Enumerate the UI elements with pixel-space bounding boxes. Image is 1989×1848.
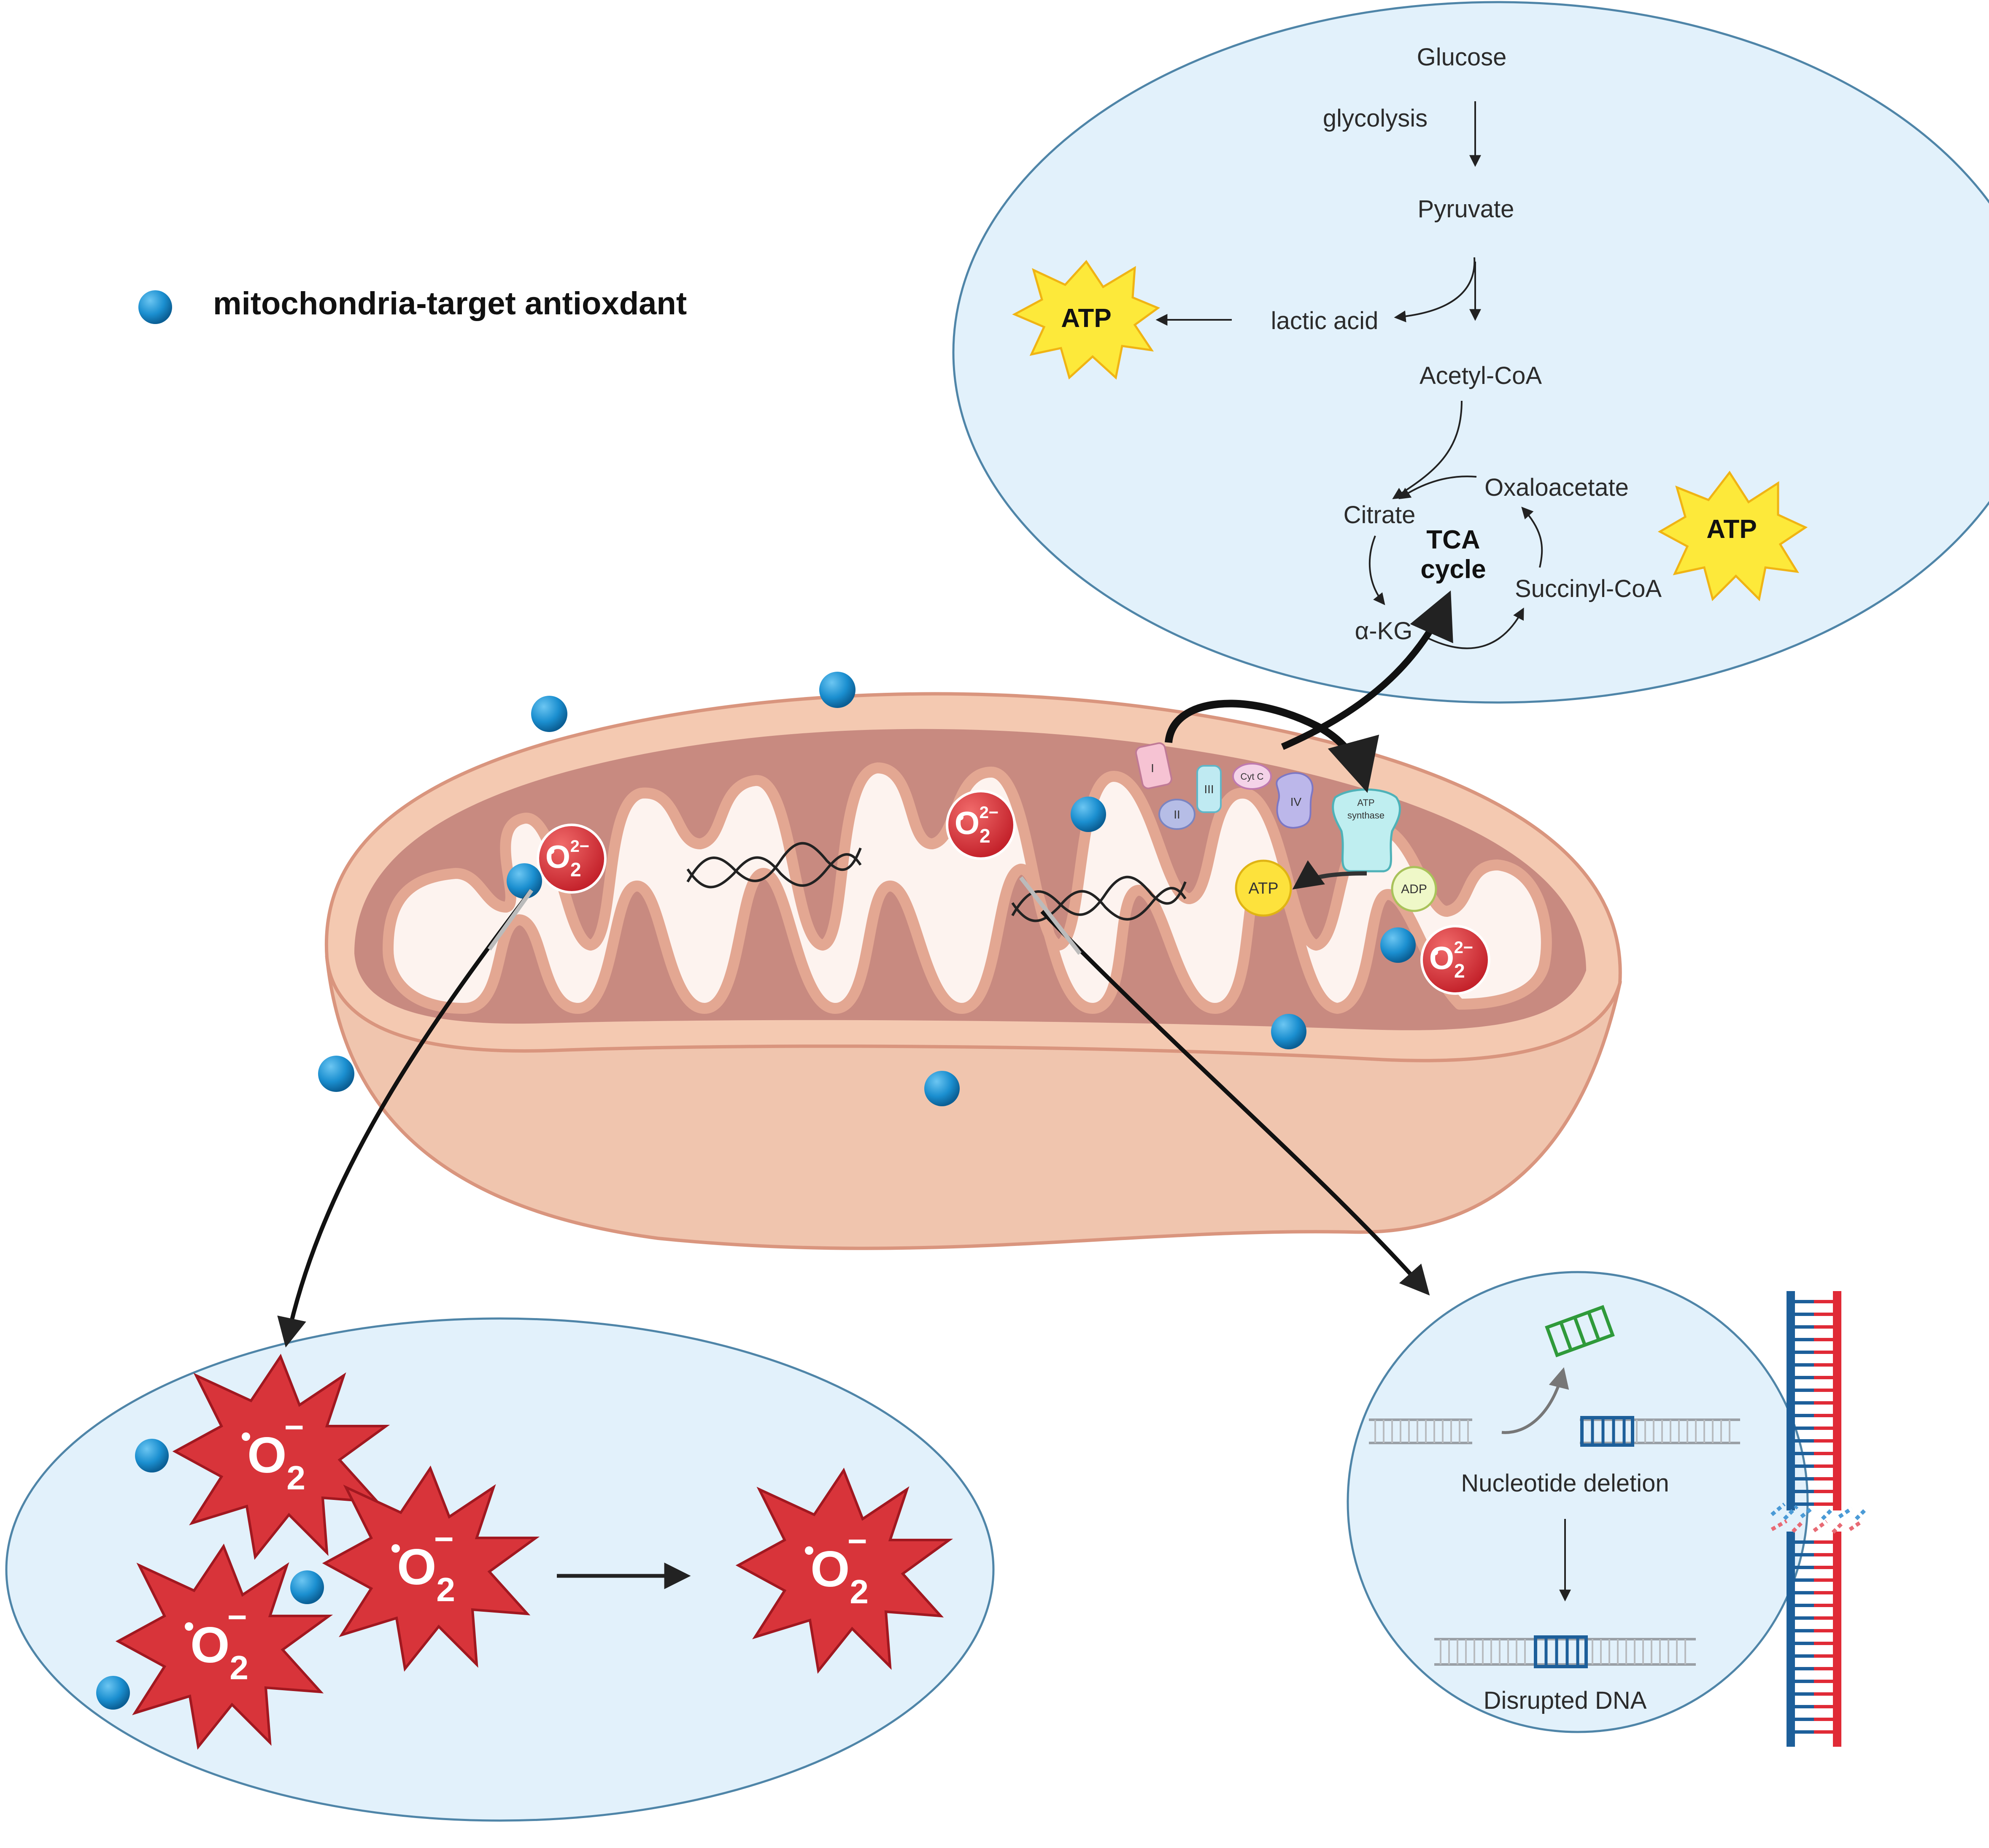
radical-burst-4: O2−: [735, 1467, 953, 1674]
atp-burst-right: ATP: [1657, 470, 1808, 602]
mtdna-icon: [686, 842, 1187, 922]
radical-4-dot: [805, 1546, 813, 1555]
tca-line1: TCA: [1426, 525, 1480, 554]
radical-burst-1: O2−: [172, 1354, 390, 1560]
antioxidant-dot-icon: [819, 672, 856, 708]
mtdna-to-damage-arrow: [1040, 910, 1430, 1296]
excision-arrow: [1501, 1367, 1569, 1434]
deleted-fragment-icon: [1545, 1305, 1615, 1357]
etc-flow-arrow: [1165, 700, 1379, 793]
antioxidant-dot-icon: [138, 290, 172, 324]
complex-3-icon: [1196, 765, 1222, 813]
ros-pointer-line: [487, 889, 534, 951]
akg-label: α-KG: [1355, 617, 1413, 645]
akg-to-succinyl-arrow: [1425, 608, 1524, 649]
disrupted-dna-icon: [1434, 1635, 1696, 1668]
radical-2-label: O2−: [397, 1520, 455, 1608]
ros-panel: O2− O2− O2− O2−: [5, 1317, 995, 1822]
svg-text:O22−: O22−: [955, 803, 999, 847]
pyruvate-to-lactic-arrow: [1394, 257, 1476, 322]
acetyl-coa-label: Acetyl-CoA: [1420, 362, 1542, 389]
oxaloacetate-label: Oxaloacetate: [1484, 474, 1629, 501]
complex-3-label: III: [1204, 783, 1214, 796]
radical-4-label: O2−: [810, 1522, 869, 1610]
dna-segment-right: [1580, 1416, 1740, 1447]
dna-pointer-line: [1019, 876, 1082, 955]
antioxidant-dot-icon: [135, 1439, 169, 1472]
radical-1-dot: [242, 1432, 250, 1441]
antioxidant-dot-icon: [1271, 1014, 1306, 1049]
mito-to-tca-arrow: [1281, 590, 1453, 750]
radical-burst-2: O2−: [322, 1465, 540, 1672]
antioxidant-dot-icon: [318, 1056, 354, 1092]
svg-text:O22−: O22−: [1429, 938, 1473, 982]
radical-3-label: O2−: [190, 1598, 248, 1686]
oxaloacetate-to-citrate-arrow: [1398, 476, 1477, 500]
pyruvate-label: Pyruvate: [1418, 195, 1514, 223]
etc-complexes: I II III Cyt C IV ATP synthase ATP ADP: [1135, 700, 1437, 917]
dna-panel: Nucleotide deletion Disrupted DNA: [1347, 1271, 1866, 1747]
tca-line2: cycle: [1420, 555, 1486, 584]
cyt-c-label: Cyt C: [1241, 771, 1264, 782]
succinyl-to-oxaloacetate-arrow: [1521, 506, 1543, 568]
antioxidant-dot-icon: [531, 696, 567, 732]
atp-right-label: ATP: [1706, 515, 1757, 544]
radical-2-dot: [391, 1544, 400, 1553]
radical-3-dot: [185, 1622, 193, 1631]
atp-molecule-icon: [1235, 859, 1292, 917]
adp-molecule-icon: [1391, 866, 1437, 912]
succinyl-coa-label: Succinyl-CoA: [1515, 575, 1662, 602]
citrate-to-akg-arrow: [1368, 535, 1385, 605]
double-strand-dna-icon: [1770, 1291, 1866, 1747]
complex-4-label: IV: [1290, 795, 1302, 808]
nucleotide-deletion-label: Nucleotide deletion: [1461, 1470, 1669, 1497]
legend: mitochondria-target antioxdant: [138, 286, 687, 324]
atp-synthase-line2: synthase: [1347, 810, 1384, 821]
superoxide-1: O22−: [537, 824, 607, 894]
adp-molecule-label: ADP: [1401, 882, 1427, 896]
antioxidant-dot-icon: [507, 863, 542, 899]
antioxidant-dot-icon: [290, 1570, 324, 1604]
atp-synthase-icon: [1332, 788, 1401, 873]
antioxidant-dot-icon: [96, 1676, 130, 1710]
atp-burst-left: ATP: [1012, 259, 1160, 380]
antioxidant-dot-icon: [1071, 797, 1106, 832]
atp-synthase-line1: ATP: [1357, 797, 1374, 808]
metabolism-panel: Glucose glycolysis Pyruvate lactic acid …: [952, 1, 1989, 704]
inner-membrane-matrix: [383, 762, 1552, 1014]
svg-text:O22−: O22−: [545, 837, 589, 881]
antioxidant-dot-icon: [924, 1071, 960, 1106]
radical-burst-3: O2−: [115, 1543, 333, 1750]
superoxide-3: O22−: [1420, 925, 1490, 995]
superoxide-to-ros-arrow: [277, 889, 533, 1348]
complex-2-icon: [1158, 799, 1196, 830]
adp-to-atp-arrow: [1292, 860, 1367, 890]
superoxide-2: O22−: [946, 790, 1016, 860]
complex-2-label: II: [1174, 808, 1180, 821]
complex-1-icon: [1135, 742, 1173, 789]
complex-4-icon: [1276, 772, 1314, 829]
atp-molecule-label: ATP: [1248, 880, 1278, 897]
cyt-c-icon: [1232, 763, 1272, 790]
dna-segment-left: [1369, 1418, 1472, 1444]
antioxidant-dot-icon: [1380, 927, 1416, 963]
glycolysis-label: glycolysis: [1323, 105, 1428, 132]
radical-1-label: O2−: [247, 1408, 305, 1497]
citrate-label: Citrate: [1344, 501, 1416, 529]
complex-1-label: I: [1151, 762, 1154, 775]
mitochondrion: O22− O22− O22− I II III Cyt C IV ATP syn…: [318, 672, 1622, 1250]
disrupted-dna-label: Disrupted DNA: [1484, 1687, 1647, 1714]
glucose-label: Glucose: [1417, 43, 1507, 71]
atp-left-label: ATP: [1061, 304, 1111, 333]
legend-label: mitochondria-target antioxdant: [213, 286, 687, 322]
lactic-acid-label: lactic acid: [1271, 307, 1379, 335]
